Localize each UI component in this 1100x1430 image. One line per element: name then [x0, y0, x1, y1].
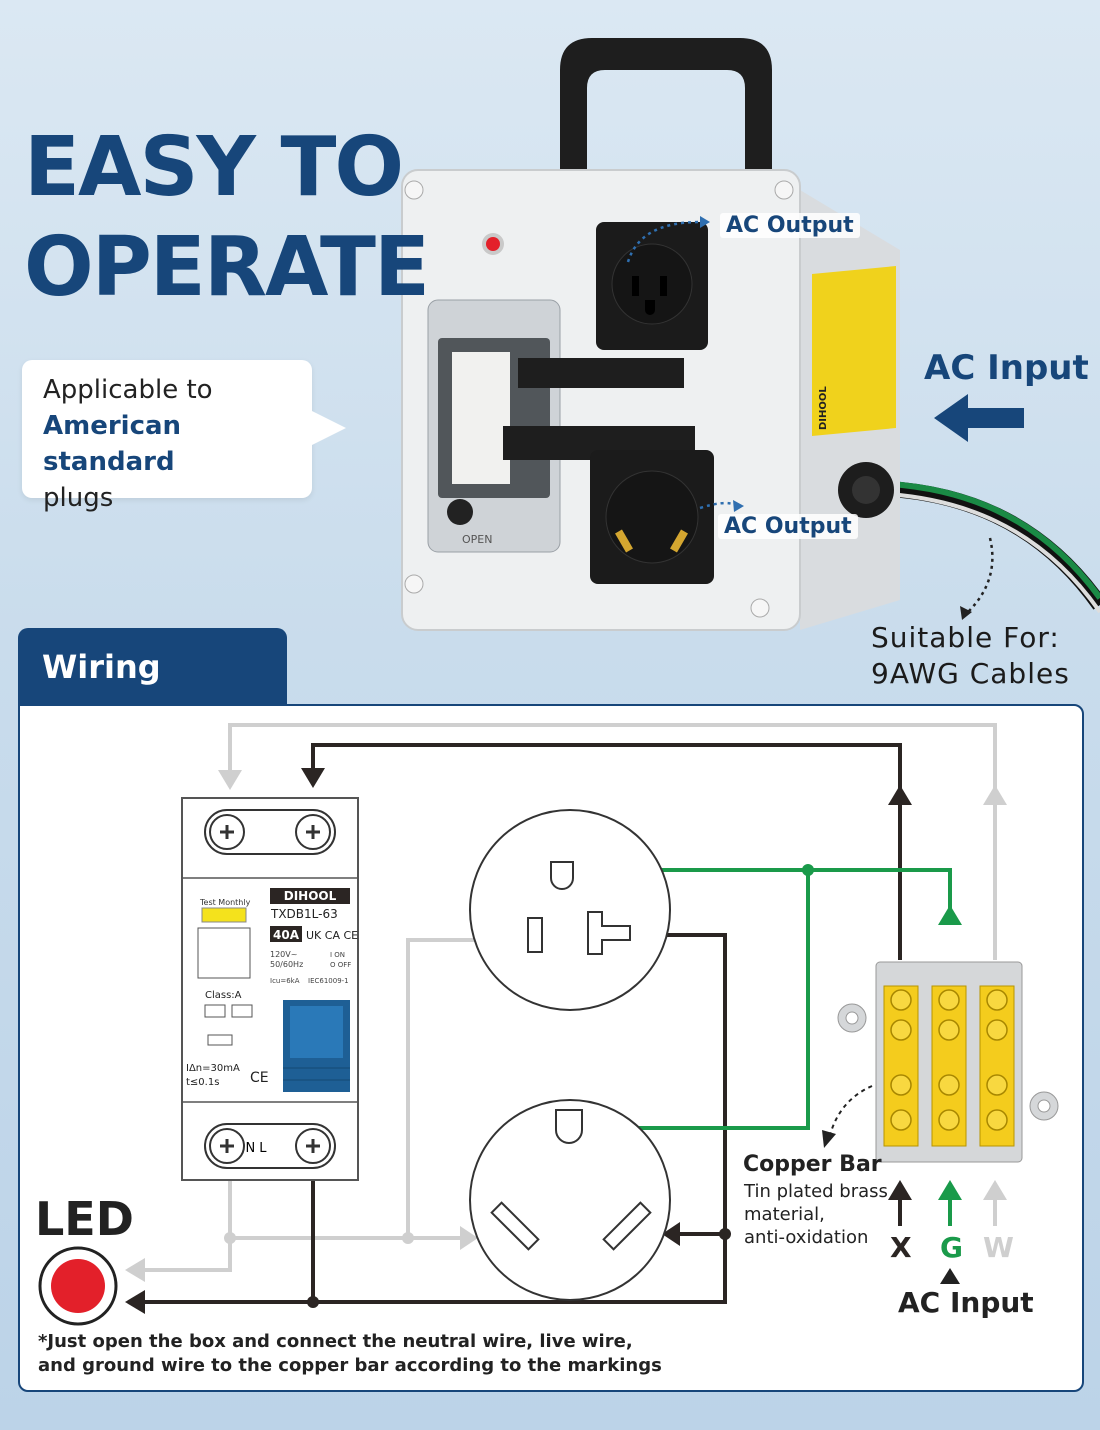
headline: EASY TO OPERATE	[24, 118, 430, 318]
headline-line-2: OPERATE	[24, 220, 430, 315]
svg-text:TXDB1L-63: TXDB1L-63	[270, 907, 338, 921]
svg-text:I ON: I ON	[330, 951, 345, 959]
svg-text:DIHOOL: DIHOOL	[818, 386, 829, 430]
carry-handle	[560, 38, 772, 180]
svg-text:t≤0.1s: t≤0.1s	[186, 1077, 219, 1088]
headline-line-1: EASY TO	[24, 120, 404, 215]
bottom-outlet[interactable]	[503, 426, 714, 584]
callout-line-2: American standard	[43, 411, 182, 477]
ac-output-bottom-label: AC Output	[718, 514, 858, 539]
terminal-w-label: W	[983, 1231, 1014, 1264]
terminal-g-label: G	[940, 1231, 963, 1264]
svg-text:IΔn=30mA: IΔn=30mA	[186, 1063, 240, 1074]
svg-text:40A: 40A	[273, 928, 300, 942]
breaker-terminal-text: N L	[245, 1141, 267, 1156]
wiring-ac-input-label: AC Input	[898, 1286, 1034, 1319]
svg-text:IEC61009-1: IEC61009-1	[308, 977, 349, 985]
neutral-wire	[145, 723, 997, 1272]
cable-spec: Suitable For: 9AWG Cables	[871, 620, 1070, 692]
breaker-open-text: OPEN	[462, 533, 492, 546]
svg-text:Class:A: Class:A	[205, 990, 242, 1001]
copper-bar-desc: Tin plated brass material, anti-oxidatio…	[744, 1180, 888, 1249]
ground-wire	[612, 868, 952, 1130]
ac-input-arrow-icon	[934, 394, 1024, 442]
copper-bar-title: Copper Bar	[743, 1152, 882, 1177]
cable-spec-line-1: Suitable For:	[871, 621, 1060, 654]
plug-callout: Applicable to American standard plugs	[22, 360, 346, 513]
copper-bar	[837, 961, 1059, 1163]
copper-bar-desc-line-3: anti-oxidation	[744, 1227, 869, 1248]
svg-text:50/60Hz: 50/60Hz	[270, 960, 303, 969]
svg-text:Test Monthly: Test Monthly	[199, 898, 251, 907]
copper-bar-desc-line-2: material,	[744, 1204, 825, 1225]
spec-sticker: DIHOOL	[812, 266, 896, 436]
svg-text:O OFF: O OFF	[330, 961, 351, 969]
wiring-note: *Just open the box and connect the neutr…	[38, 1330, 662, 1378]
svg-text:UK CA CE: UK CA CE	[306, 929, 358, 942]
terminal-x-label: X	[890, 1231, 912, 1264]
svg-text:DIHOOL: DIHOOL	[284, 889, 337, 903]
ac-input-label: AC Input	[924, 348, 1089, 388]
top-outlet[interactable]	[518, 222, 708, 388]
callout-line-1: Applicable to	[43, 375, 213, 405]
cable-spec-line-2: 9AWG Cables	[871, 657, 1070, 690]
product-illustration: OPEN DIHOOL	[401, 38, 1100, 631]
svg-text:Icu=6kA: Icu=6kA	[270, 977, 300, 985]
svg-text:CE: CE	[250, 1070, 269, 1086]
copper-bar-desc-line-1: Tin plated brass	[744, 1181, 888, 1202]
note-line-2: and ground wire to the copper bar accord…	[38, 1355, 662, 1376]
outlet-diagram-bottom	[469, 1099, 671, 1301]
svg-text:120V~: 120V~	[270, 950, 297, 959]
ac-output-top-label: AC Output	[720, 213, 860, 238]
note-line-1: *Just open the box and connect the neutr…	[38, 1331, 633, 1352]
callout-line-3: plugs	[43, 483, 114, 513]
rcbo-breaker: N L Test Monthly DIHOOL TXDB1L-63 40A UK…	[181, 797, 359, 1181]
outlet-diagram-top	[469, 809, 671, 1011]
led-label: LED	[35, 1192, 134, 1246]
led-icon	[38, 1246, 118, 1326]
led-indicator-icon	[486, 237, 500, 251]
